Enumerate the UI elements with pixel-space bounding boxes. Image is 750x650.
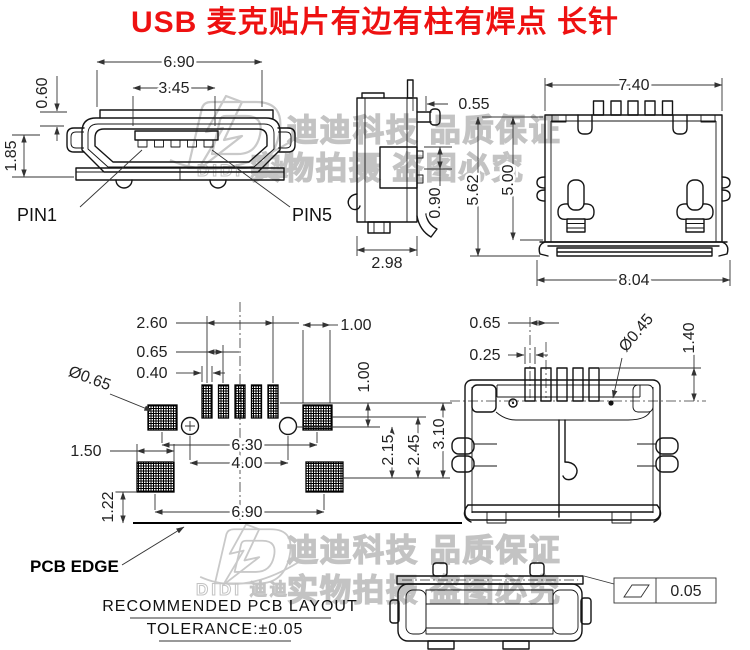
dim-top-pin-pitch: 0.65 xyxy=(469,315,500,332)
dim-row-2-45: 2.45 xyxy=(406,434,423,465)
flatness-callout: 0.05 xyxy=(613,577,717,604)
side-view: 0.55 0.90 2.98 xyxy=(347,79,492,275)
paste-hole xyxy=(180,416,200,436)
flatness-value: 0.05 xyxy=(670,583,701,600)
dim-lip-height: 0.60 xyxy=(34,77,51,108)
pcb-edge-label: PCB EDGE xyxy=(30,557,119,576)
post-pad xyxy=(302,404,333,431)
pin-pad xyxy=(201,384,213,419)
dim-rear-top-width: 7.40 xyxy=(618,77,649,94)
solder-lug xyxy=(379,146,418,189)
flatness-symbol-icon xyxy=(623,584,650,598)
pcb-layout-view: 2.60 0.65 0.40 Ø0.65 1.50 1.22 6.30 4.00… xyxy=(28,302,462,642)
pin-hole xyxy=(608,400,614,406)
dim-row-2-15: 2.15 xyxy=(380,434,397,465)
pin-pad xyxy=(250,384,263,419)
dim-hole-diameter: Ø0.65 xyxy=(66,363,113,394)
dim-tongue-width: 3.45 xyxy=(158,80,189,97)
pin-pad xyxy=(267,384,279,419)
watermark-warning-text: 实物拍摄 盗图必究 xyxy=(250,151,525,186)
rear-view: 7.40 8.04 5.00 5.62 xyxy=(463,75,731,292)
dim-side-pad-width: 1.50 xyxy=(70,443,101,460)
pcb-note-title: RECOMMENDED PCB LAYOUT xyxy=(102,598,358,615)
pin-pad xyxy=(234,384,246,419)
dim-pad-length: 1.00 xyxy=(340,317,371,334)
side-lug xyxy=(451,455,475,473)
locating-hole xyxy=(508,398,518,408)
dim-pin-offset: 0.55 xyxy=(458,96,489,113)
dim-side-pad-span: 6.90 xyxy=(231,504,262,521)
dim-overall-height: 5.62 xyxy=(465,174,482,205)
dim-edge-offset: 1.22 xyxy=(100,491,117,522)
shell-pad xyxy=(136,461,175,493)
watermark-warning-text: 实物拍摄 盗图必究 xyxy=(287,573,562,608)
dim-lug-height: 0.90 xyxy=(427,187,444,218)
dim-pin-pitch: 0.65 xyxy=(136,344,167,361)
watermark-logo-text: DIDI 迪迪 xyxy=(196,579,290,599)
dim-paste-hole-span: 4.00 xyxy=(231,455,262,472)
shell-latch xyxy=(676,179,714,233)
dim-top-hole-diameter: Ø0.45 xyxy=(616,311,657,355)
pcb-note-tolerance: TOLERANCE:±0.05 xyxy=(147,621,304,638)
dim-top-pin-offset: 1.40 xyxy=(681,322,698,353)
watermark-brand-text: 迪迪科技 品质保证 xyxy=(287,113,562,148)
pin1-label: PIN1 xyxy=(17,205,57,225)
dim-rear-bottom-width: 8.04 xyxy=(618,272,649,289)
dim-front-width: 6.90 xyxy=(163,54,194,71)
drawing-title: USB 麦克贴片有边有柱有焊点 长针 xyxy=(131,6,619,39)
shell-latch xyxy=(557,179,595,233)
side-lug xyxy=(451,437,475,455)
dim-pad-width: 0.40 xyxy=(136,365,167,382)
paste-hole xyxy=(278,416,298,436)
side-lug xyxy=(655,455,679,473)
dim-depth: 2.98 xyxy=(371,255,402,272)
front-view: 6.90 3.45 0.60 1.85 PIN1 PIN5 xyxy=(1,52,335,228)
side-lug xyxy=(655,437,679,455)
dim-body-height: 5.00 xyxy=(500,164,517,195)
pin-pad xyxy=(217,384,230,419)
didi-logo-icon xyxy=(199,523,300,586)
top-view: 0.65 0.25 Ø0.45 1.40 xyxy=(450,308,706,524)
dim-top-pin-width: 0.25 xyxy=(469,347,500,364)
dim-row-3-10: 3.10 xyxy=(431,418,448,449)
watermark-lower: DIDI 迪迪 迪迪科技 品质保证 实物拍摄 盗图必究 xyxy=(196,523,562,609)
dim-row-offset: 1.00 xyxy=(356,361,373,392)
dim-pin-row-span: 2.60 xyxy=(136,315,167,332)
solder-pin xyxy=(406,79,414,99)
post-pad xyxy=(147,404,178,431)
dim-post-pad-span: 6.30 xyxy=(231,437,262,454)
shell-pad xyxy=(305,461,344,493)
bottom-view: 0.05 xyxy=(389,562,717,650)
watermark-brand-text: 迪迪科技 品质保证 xyxy=(287,533,562,568)
pin5-label: PIN5 xyxy=(292,205,332,225)
dim-shell-height: 1.85 xyxy=(3,140,20,171)
